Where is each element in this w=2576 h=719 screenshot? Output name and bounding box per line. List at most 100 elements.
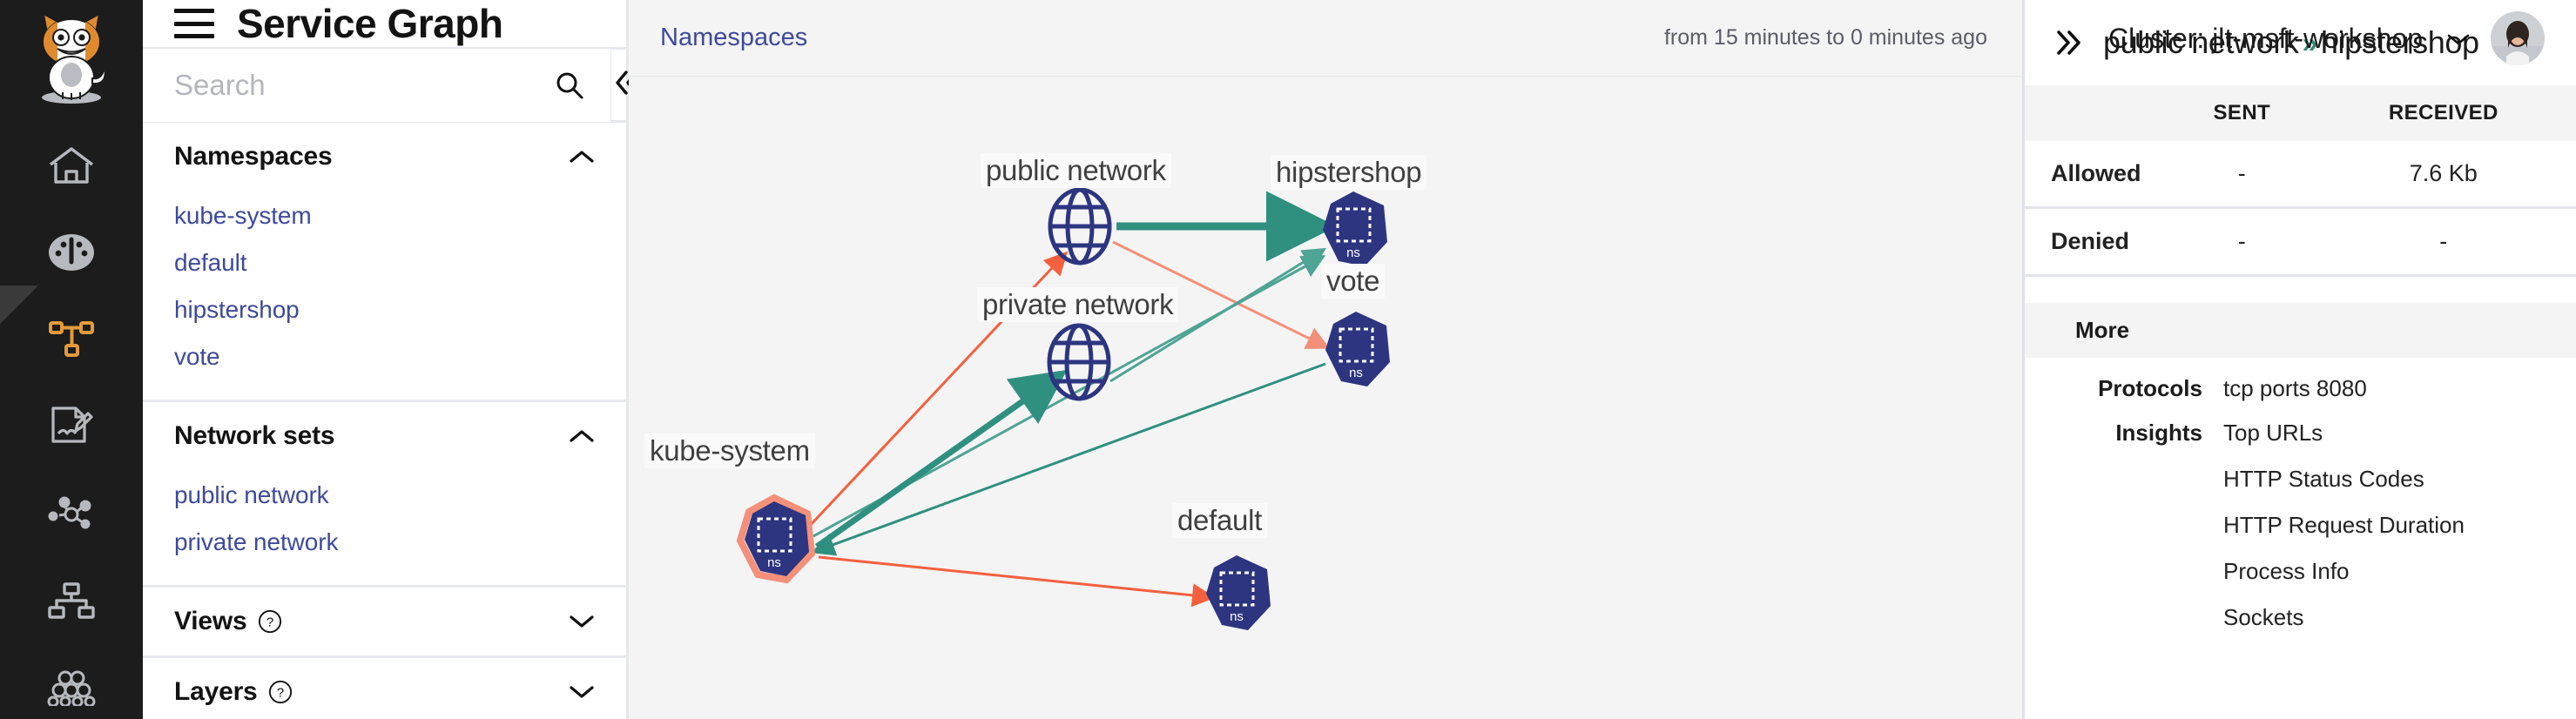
- section-header-layers[interactable]: Layers ?: [143, 658, 626, 719]
- sidebar-item-home[interactable]: [0, 122, 143, 209]
- graph-node-vote[interactable]: ns: [1325, 312, 1390, 386]
- svg-text:ns: ns: [1346, 245, 1360, 260]
- graph-node-public-network[interactable]: [1048, 187, 1112, 265]
- sidebar-item-policies[interactable]: [0, 383, 143, 470]
- sidebar-item-kube-system[interactable]: kube-system: [174, 202, 312, 229]
- detail-panel: public network » hipstershop SENT RECEIV…: [2025, 0, 2576, 719]
- section-header-network-sets[interactable]: Network sets: [143, 402, 626, 470]
- detail-source-label: public network: [2103, 24, 2299, 60]
- insights-list: Top URLs HTTP Status Codes HTTP Request …: [2223, 420, 2465, 631]
- chevron-down-icon[interactable]: [567, 677, 597, 707]
- row-label-allowed: Allowed: [2025, 141, 2173, 209]
- sidebar-item-nodes[interactable]: [0, 644, 143, 719]
- graph-node-label-default: default: [1172, 503, 1267, 538]
- network-set-list: public network private network: [143, 470, 626, 585]
- double-chevron-right-icon[interactable]: [2051, 25, 2086, 60]
- graph-node-private-network[interactable]: [1047, 323, 1111, 401]
- policy-edit-icon: [48, 405, 95, 448]
- table-row: Allowed - 7.6 Kb: [2025, 141, 2576, 209]
- graph-node-label-public-network: public network: [981, 153, 1171, 188]
- sidebar-item-hierarchy[interactable]: [0, 557, 143, 644]
- edge-kube-system-to-private-network[interactable]: [814, 369, 1068, 549]
- insight-top-urls[interactable]: Top URLs: [2223, 420, 2323, 446]
- table-row: Denied - -: [2025, 207, 2576, 277]
- section-title: Views: [174, 607, 247, 635]
- section-header-views[interactable]: Views ?: [143, 588, 626, 655]
- svg-text:ns: ns: [1349, 366, 1363, 380]
- denied-sent-value: -: [2173, 207, 2311, 277]
- section-views: Views ?: [143, 588, 626, 658]
- sidebar-item-service-graph[interactable]: [0, 286, 143, 383]
- graph-node-hipstershop[interactable]: ns: [1323, 192, 1387, 266]
- help-icon[interactable]: ?: [268, 680, 293, 704]
- calico-cat-logo[interactable]: [30, 10, 113, 106]
- search-input[interactable]: [174, 68, 544, 102]
- rail-icon-list: [0, 122, 143, 719]
- more-section-header[interactable]: More: [2025, 303, 2576, 358]
- svg-text:?: ?: [276, 686, 283, 701]
- graph-viewport[interactable]: ns ns ns ns: [629, 77, 2022, 719]
- col-blank: [2025, 85, 2173, 141]
- nodes-icon: [47, 669, 96, 706]
- edge-kube-system-to-default[interactable]: [818, 555, 1216, 608]
- insight-sockets[interactable]: Sockets: [2223, 604, 2304, 630]
- graph-node-label-private-network: private network: [977, 287, 1179, 322]
- graph-toolbar: Namespaces from 15 minutes to 0 minutes …: [629, 0, 2022, 77]
- home-icon: [47, 144, 96, 187]
- detail-title: public network » hipstershop: [2103, 24, 2479, 61]
- avatar[interactable]: [2491, 11, 2545, 65]
- sidebar-item-dashboard[interactable]: [0, 209, 143, 296]
- graph-node-kube-system[interactable]: ns: [736, 494, 816, 584]
- search-row: [143, 48, 638, 123]
- col-sent: SENT: [2173, 85, 2311, 141]
- sidebar-item-default[interactable]: default: [174, 249, 247, 276]
- graph-node-label-hipstershop: hipstershop: [1271, 155, 1427, 190]
- edge-vote-to-kube-system[interactable]: [811, 362, 1326, 556]
- left-nav-panel: Service Graph N: [143, 0, 638, 719]
- service-graph-canvas-panel: Namespaces from 15 minutes to 0 minutes …: [629, 0, 2025, 719]
- sidebar-item-network-topology[interactable]: [0, 470, 143, 557]
- detail-header: public network » hipstershop: [2025, 0, 2576, 85]
- service-graph-icon: [47, 319, 96, 360]
- protocols-row: Protocols tcp ports 8080: [2025, 358, 2576, 402]
- insights-label: Insights: [2115, 420, 2202, 446]
- hamburger-icon[interactable]: [174, 9, 214, 38]
- network-topology-icon: [47, 494, 96, 534]
- graph-node-default[interactable]: ns: [1206, 555, 1271, 630]
- chevron-down-icon[interactable]: [567, 607, 597, 636]
- help-icon[interactable]: ?: [258, 609, 282, 634]
- svg-text:ns: ns: [1230, 609, 1244, 624]
- sidebar-item-hipstershop[interactable]: hipstershop: [174, 296, 300, 323]
- namespace-list: kube-system default hipstershop vote: [143, 191, 626, 400]
- breadcrumb[interactable]: Namespaces: [660, 24, 808, 51]
- insight-http-request-duration[interactable]: HTTP Request Duration: [2223, 512, 2465, 538]
- cluster-label: Cluster: jlt-msft-workshop: [2108, 22, 2423, 54]
- section-header-namespaces[interactable]: Namespaces: [143, 123, 626, 191]
- insight-http-status-codes[interactable]: HTTP Status Codes: [2223, 466, 2424, 492]
- search-box[interactable]: [143, 48, 611, 122]
- graph-edges: ns ns ns ns: [736, 187, 1390, 630]
- section-title: Namespaces: [174, 142, 333, 171]
- chevron-up-icon[interactable]: [567, 421, 597, 451]
- flow-arrow-icon: »: [2302, 26, 2318, 58]
- section-title: Network sets: [174, 421, 335, 450]
- edge-private-network-to-hipstershop[interactable]: [1109, 247, 1327, 383]
- insight-process-info[interactable]: Process Info: [2223, 558, 2350, 584]
- sidebar-item-vote[interactable]: vote: [174, 343, 220, 370]
- protocols-label: Protocols: [2098, 375, 2202, 401]
- col-received: RECEIVED: [2310, 85, 2576, 141]
- sidebar-item-public-network[interactable]: public network: [174, 481, 329, 508]
- insights-row: Insights Top URLs HTTP Status Codes HTTP…: [2025, 402, 2576, 631]
- time-range-label[interactable]: from 15 minutes to 0 minutes ago: [1663, 25, 1987, 50]
- sidebar-item-private-network[interactable]: private network: [174, 528, 339, 555]
- traffic-table: SENT RECEIVED Allowed - 7.6 Kb Denied - …: [2025, 85, 2576, 277]
- chevron-down-icon: [2445, 23, 2471, 55]
- dashboard-icon: [47, 232, 96, 272]
- cluster-selector[interactable]: Cluster: jlt-msft-workshop: [2108, 23, 2471, 55]
- svg-text:?: ?: [266, 615, 273, 630]
- graph-node-label-vote: vote: [1321, 264, 1386, 299]
- chevron-up-icon[interactable]: [567, 142, 597, 171]
- edge-public-network-to-vote[interactable]: [1112, 240, 1331, 349]
- search-icon[interactable]: [544, 60, 595, 111]
